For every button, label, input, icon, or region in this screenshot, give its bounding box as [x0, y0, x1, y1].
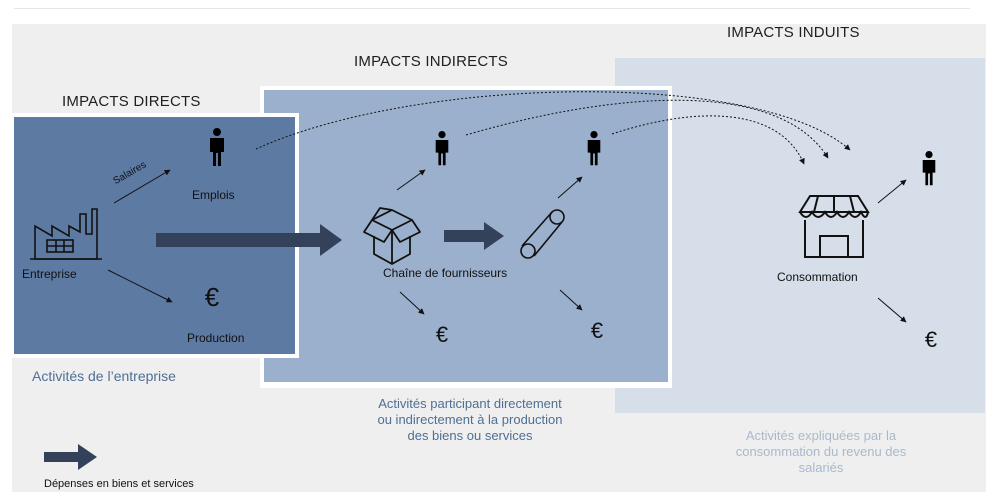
shop-icon: [798, 195, 870, 258]
legend-depenses: Dépenses en biens et services: [44, 478, 194, 490]
caption-activites-entreprise: Activités de l’entreprise: [32, 368, 176, 384]
dashed-arrow-from-indirect-1: [465, 99, 829, 159]
person-icon-indirect-2: [587, 131, 601, 166]
arrow-euro-indirect-2: [559, 289, 583, 311]
person-icon-indirect-1: [435, 131, 449, 166]
arrow-euro-induit: [877, 297, 907, 323]
caption-induits-line-3: salariés: [798, 460, 844, 475]
top-divider: [14, 8, 970, 9]
euro-icon-induit: €: [925, 327, 937, 352]
caption-indirects-line-1: Activités participant directement: [378, 396, 562, 411]
caption-indirects-line-3: des biens ou services: [407, 428, 533, 443]
label-chaine-fournisseurs: Chaîne de fournisseurs: [383, 266, 508, 280]
dashed-arrow-from-emplois: [255, 91, 851, 151]
label-entreprise: Entreprise: [22, 267, 77, 281]
person-icon-induit: [922, 151, 936, 186]
dashed-arrow-from-indirect-2: [611, 115, 805, 165]
pipe-icon: [520, 209, 565, 259]
arrow-emploi-indirect-2: [557, 176, 583, 199]
caption-indirects-line-2: ou indirectement à la production: [377, 412, 563, 427]
box-icon: [363, 207, 421, 265]
label-emplois: Emplois: [192, 188, 235, 202]
label-production: Production: [187, 331, 245, 345]
legend-arrow-icon: [44, 444, 97, 470]
arrow-salaires: [113, 169, 171, 204]
arrow-emploi-induit: [877, 179, 907, 204]
arrow-emploi-indirect-1: [396, 169, 426, 191]
person-icon-emplois: [210, 128, 224, 166]
heading-impacts-indirects: IMPACTS INDIRECTS: [354, 53, 508, 70]
flow-arrow-secondary: [444, 222, 504, 250]
euro-icon-production: €: [205, 282, 220, 312]
euro-icon-indirect-1: €: [436, 322, 448, 347]
arrow-euro-indirect-1: [399, 291, 425, 315]
caption-induits-line-1: Activités expliquées par la: [745, 428, 897, 443]
caption-activites-induites: Activités expliquées par la consommation…: [676, 428, 966, 476]
euro-icon-indirect-2: €: [591, 318, 603, 343]
arrow-production: [107, 269, 173, 303]
caption-induits-line-2: consommation du revenu des: [735, 444, 907, 459]
flow-arrow-main: [156, 224, 342, 256]
heading-impacts-directs: IMPACTS DIRECTS: [62, 93, 201, 110]
heading-impacts-induits: IMPACTS INDUITS: [727, 24, 860, 41]
label-consommation: Consommation: [777, 270, 858, 284]
induits-zone: [615, 58, 985, 413]
caption-activites-indirectes: Activités participant directement ou ind…: [320, 396, 620, 444]
factory-icon: [30, 208, 102, 260]
